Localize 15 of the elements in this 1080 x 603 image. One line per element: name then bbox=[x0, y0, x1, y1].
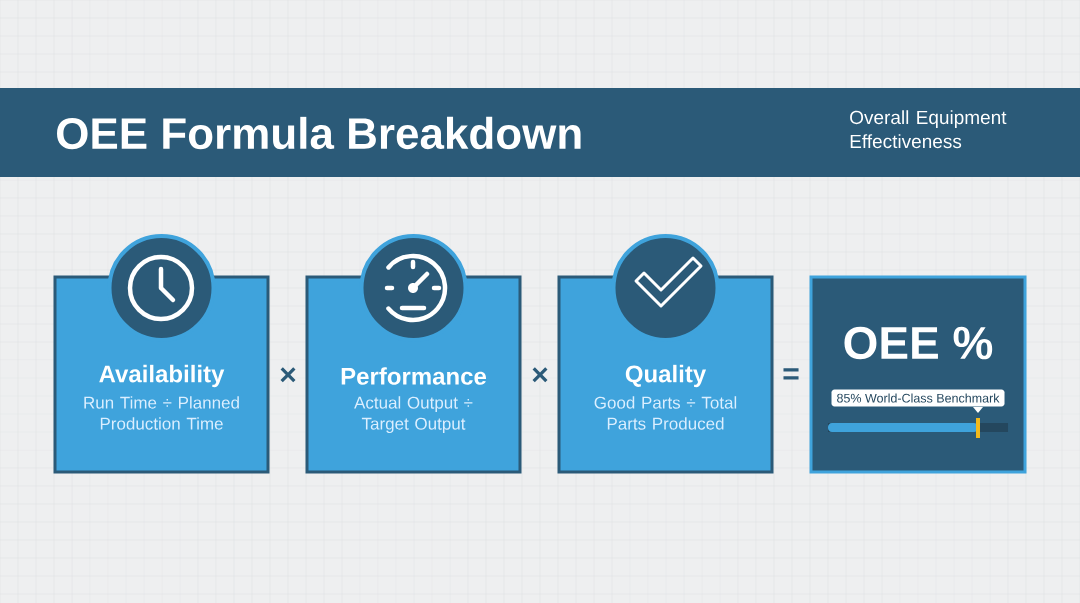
metric-card bbox=[305, 234, 522, 474]
card-heading: Performance bbox=[341, 367, 487, 385]
benchmark-tooltip: 85% World-Class Benchmark bbox=[831, 389, 1005, 413]
metric-card bbox=[53, 234, 270, 474]
card-heading: Availability bbox=[99, 364, 225, 388]
card-formula: Run Time ÷ Planned Production Time bbox=[84, 396, 239, 430]
operator-sign: × bbox=[280, 367, 296, 383]
metric-card bbox=[557, 234, 774, 474]
card-formula: Good Parts ÷ Total Parts Produced bbox=[594, 396, 737, 430]
subtitle: Overall Equipment Effectiveness bbox=[850, 110, 1007, 149]
operator-sign: × bbox=[532, 367, 548, 383]
card-formula: Actual Output ÷ Target Output bbox=[354, 396, 473, 434]
title: OEE Formula Breakdown bbox=[57, 116, 581, 150]
card-heading: Quality bbox=[625, 364, 707, 388]
operator-sign: = bbox=[783, 368, 799, 380]
